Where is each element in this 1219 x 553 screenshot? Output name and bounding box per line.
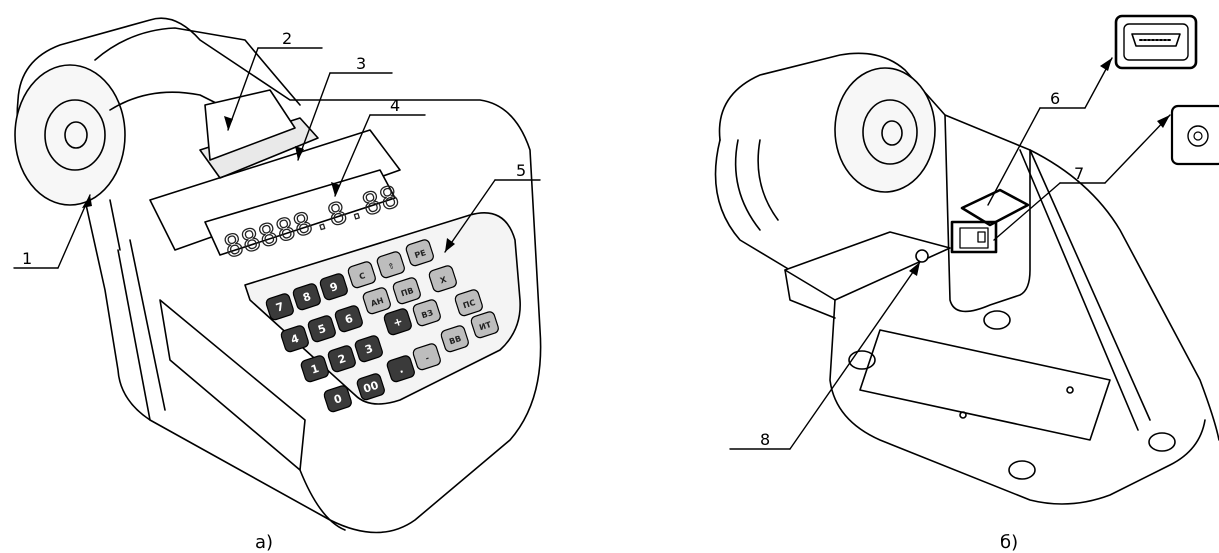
keypad-key — [412, 299, 441, 327]
keypad-key — [405, 239, 434, 267]
callout-2: 2 — [282, 29, 292, 48]
keypad-key-label: 4 — [289, 332, 301, 347]
keypad-key — [292, 283, 321, 311]
reset-hole — [915, 249, 929, 263]
keypad-key-label: 1 — [309, 362, 320, 377]
keypad-key — [327, 345, 356, 373]
keypad-key — [307, 315, 336, 343]
keypad-key-label: 8 — [301, 290, 312, 305]
keypad-key — [300, 355, 329, 383]
keypad-key — [356, 373, 385, 401]
callout-5: 5 — [516, 161, 526, 180]
keypad-key-label: ⇧ — [387, 261, 396, 272]
switch-highlight — [950, 220, 998, 254]
keypad-key — [440, 325, 469, 353]
callout-7: 7 — [1074, 164, 1084, 183]
device-front-view — [14, 17, 542, 534]
keypad-key-label: 7 — [274, 300, 285, 315]
port-highlights — [950, 188, 1030, 254]
keypad-key — [354, 335, 383, 363]
keypad-key — [392, 277, 421, 305]
keypad-key-label: 00 — [362, 379, 381, 396]
keypad-key-label: С — [358, 271, 366, 281]
keypad-key — [470, 311, 499, 339]
caption-b: б) — [1000, 532, 1018, 553]
callout-6: 6 — [1050, 89, 1060, 108]
keypad-key-label: ПВ — [400, 286, 415, 299]
keypad-key-label: АН — [370, 296, 385, 309]
keypad-key-label: - — [424, 353, 430, 363]
callout-8: 8 — [760, 430, 770, 449]
keypad-key-label: 9 — [328, 280, 339, 295]
keypad-key-label: 5 — [316, 322, 327, 337]
keypad-key-label: ВЗ — [420, 308, 434, 320]
caption-a: а) — [255, 532, 273, 553]
keypad-key-label: ПС — [462, 298, 477, 310]
keypad-key-label: 0 — [332, 392, 344, 407]
keypad-key — [383, 308, 412, 336]
keypad-key — [428, 265, 457, 293]
device-rear-view — [714, 52, 1219, 505]
keypad-key — [280, 325, 309, 353]
arrowheads-b — [909, 58, 1170, 276]
callout-1: 1 — [22, 249, 32, 268]
keypad-key-label: Х — [439, 275, 448, 286]
keypad-key — [376, 251, 405, 279]
keypad-key — [386, 355, 415, 383]
keypad-key — [265, 293, 294, 321]
keypad-key — [334, 305, 363, 333]
keypad-key-label: . — [397, 362, 405, 376]
keypad-key — [319, 273, 348, 301]
keypad-key-label: ВВ — [448, 334, 462, 346]
keypad-key — [323, 385, 352, 413]
callout-3: 3 — [356, 54, 366, 73]
keypad-key — [412, 343, 441, 371]
leader-lines-a — [13, 47, 541, 269]
keypad-key-label: ИТ — [478, 320, 493, 332]
keypad-key-label: 6 — [343, 312, 355, 327]
usb-port-highlight — [960, 188, 1030, 227]
keypad-key — [454, 289, 483, 317]
callout-4: 4 — [390, 96, 400, 115]
keypad-key-label: РЕ — [413, 248, 427, 260]
arrowheads-a — [82, 116, 455, 252]
keypad-key-label: 2 — [336, 352, 347, 367]
keypad-key — [362, 287, 391, 315]
power-button-icon — [1170, 104, 1219, 166]
keypad-key-label: + — [392, 315, 405, 330]
keypad-key-label: 3 — [363, 342, 374, 357]
keypad-key — [347, 261, 376, 289]
micro-usb-icon — [1114, 14, 1198, 70]
